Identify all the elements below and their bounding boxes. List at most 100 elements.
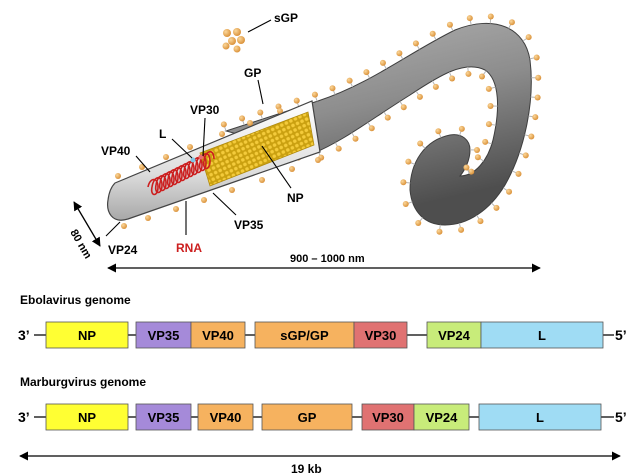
gp-spike (532, 114, 539, 121)
gp-spikes (115, 13, 542, 235)
gp-spike (533, 54, 540, 61)
gp-spike (482, 138, 489, 145)
gp-spike (229, 187, 235, 193)
gene-label: VP24 (426, 410, 459, 425)
gene-label: NP (78, 410, 96, 425)
gp-spike (522, 152, 529, 159)
label-np-virion: NP (287, 191, 304, 205)
gp-spike (363, 69, 370, 76)
gp-spike (458, 125, 465, 132)
gp-spike (346, 77, 353, 84)
gene-label: VP24 (438, 328, 471, 343)
nucleocapsid-np (199, 111, 315, 187)
l-polymerase-dot (190, 157, 196, 163)
gp-spike (335, 145, 342, 152)
gp-spike (412, 40, 419, 47)
gp-spike (219, 131, 225, 137)
label-vp40: VP40 (101, 144, 131, 158)
label-vp30: VP30 (190, 103, 220, 117)
gp-spike (458, 226, 465, 233)
gp-spike (534, 94, 541, 101)
gp-spike (463, 164, 470, 171)
genome-title: Ebolavirus genome (20, 293, 131, 307)
gene-box (45, 403, 129, 431)
gp-spike (173, 206, 179, 212)
gp-spike (201, 197, 207, 203)
genome-scale-label: 19 kb (291, 462, 322, 476)
gp-spike (474, 154, 481, 161)
gp-spike (435, 128, 442, 135)
gp-spike (239, 115, 246, 122)
gp-spike (247, 120, 253, 126)
gene-label: GP (298, 410, 317, 425)
gp-spike (478, 73, 485, 80)
gp-spike (436, 228, 443, 235)
gp-spike (468, 168, 475, 175)
gene-box (135, 321, 192, 349)
gene-label: VP30 (372, 410, 404, 425)
gp-spike (187, 144, 193, 150)
gp-spike (400, 179, 407, 186)
gp-spike (277, 108, 283, 114)
sgp-cluster (222, 28, 245, 53)
gene-box (413, 403, 470, 431)
gp-spike (508, 19, 515, 26)
genome-3-prime: 3’ (18, 409, 30, 425)
virus-envelope-tail (224, 22, 532, 226)
genome-3-prime: 3’ (18, 327, 30, 343)
label-length: 900 – 1000 nm (290, 253, 365, 265)
label-sgp: sGP (274, 11, 298, 25)
width-arrow (73, 201, 101, 247)
gene-box (478, 403, 602, 431)
gene-box (254, 321, 355, 349)
gp-spike (257, 109, 264, 116)
gp-spike (396, 50, 403, 57)
gp-spike (416, 93, 423, 100)
gene-label: VP40 (210, 410, 242, 425)
gp-spike (220, 121, 227, 128)
gp-spike (405, 158, 412, 165)
leader-lines (105, 19, 292, 237)
gp-spike (473, 147, 480, 154)
gene-box (480, 321, 604, 349)
gp-spike (506, 188, 513, 195)
gp-spike (449, 75, 456, 82)
gp-spike (402, 200, 409, 207)
gp-spike (289, 166, 295, 172)
gp-spike (293, 97, 300, 104)
gene-box (426, 321, 482, 349)
gp-spike (487, 13, 494, 20)
label-rna: RNA (176, 241, 202, 255)
gene-label: sGP/GP (280, 328, 329, 343)
gp-spike (487, 103, 494, 110)
gene-label: L (538, 328, 546, 343)
gp-spike (145, 215, 151, 221)
gp-spike (379, 59, 386, 66)
label-vp35-virion: VP35 (234, 218, 264, 232)
gp-spike (384, 114, 391, 121)
label-gp: GP (244, 66, 261, 80)
gene-box (197, 403, 254, 431)
gp-spike (121, 223, 127, 229)
gp-spike (400, 104, 407, 111)
gp-spike (259, 177, 265, 183)
gp-spike (493, 204, 500, 211)
gp-spike (465, 70, 472, 77)
gp-spike (446, 21, 453, 28)
gp-spike (485, 121, 492, 128)
gp-spike (352, 135, 359, 142)
gp-spike (311, 91, 318, 98)
gp-spike (415, 219, 422, 226)
gp-spike (432, 83, 439, 90)
gp-spike (329, 85, 336, 92)
gp-spike (485, 85, 492, 92)
gene-box (190, 321, 246, 349)
gp-spike (477, 218, 484, 225)
gp-spike (466, 15, 473, 22)
gp-spike (115, 173, 121, 179)
gene-box (45, 321, 129, 349)
gene-label: NP (78, 328, 96, 343)
